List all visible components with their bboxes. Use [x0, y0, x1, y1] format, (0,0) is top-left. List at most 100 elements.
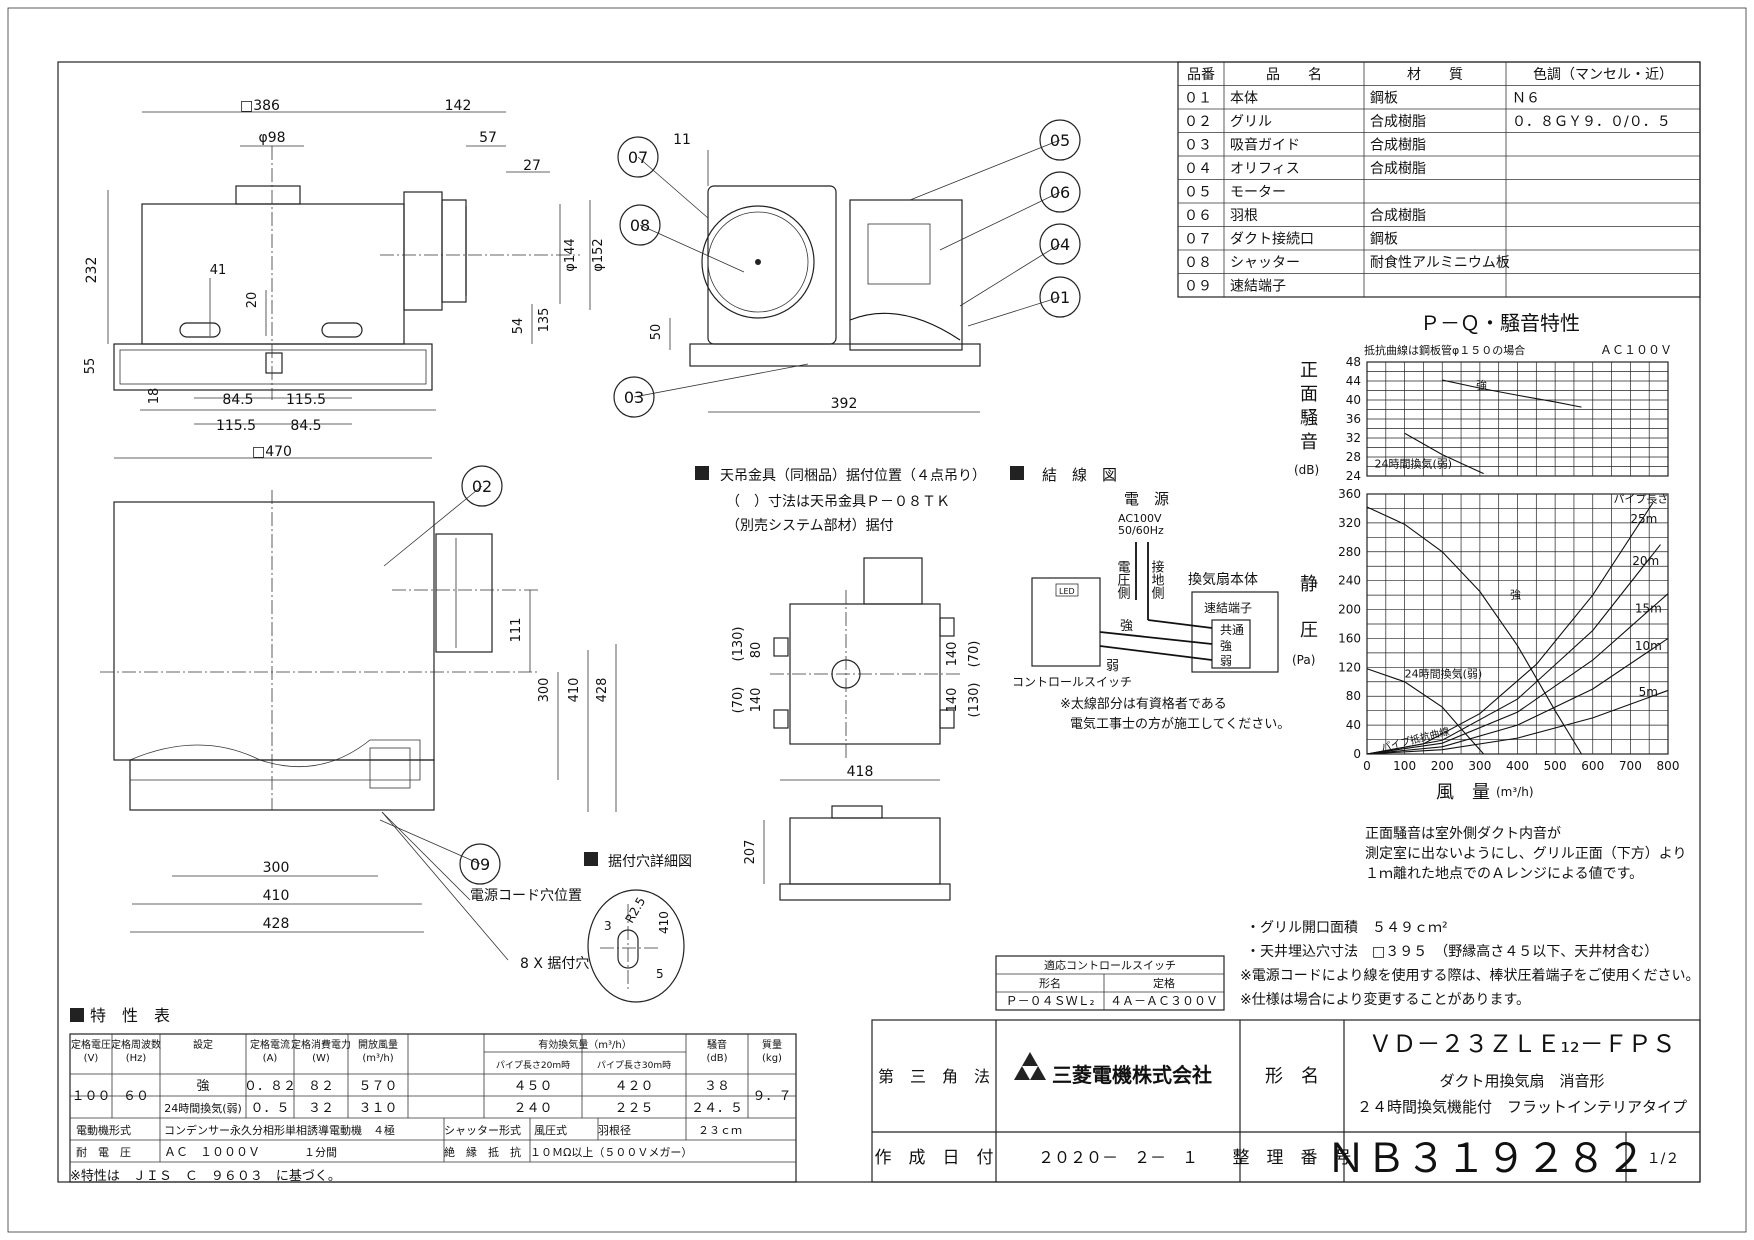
pressure-series-6	[1366, 689, 1669, 755]
x-tick: 800	[1657, 759, 1680, 773]
parts-cell: シャッター	[1230, 255, 1300, 271]
svg-text:騒: 騒	[1300, 408, 1318, 429]
spec-cell: ４５０	[513, 1079, 552, 1094]
part-bubble-05	[1039, 119, 1081, 161]
parts-cell: ０３	[1184, 138, 1212, 154]
spec-cell: 強	[196, 1079, 209, 1094]
duct-collar	[403, 191, 443, 311]
parts-cell: Ｎ６	[1512, 91, 1540, 107]
pressure-tick: 40	[1346, 718, 1361, 732]
svg-text:換気扇本体: 換気扇本体	[1188, 572, 1258, 588]
pressure-tick: 80	[1346, 689, 1361, 703]
spec-cell: ３１０	[358, 1101, 397, 1116]
bottom-duct	[435, 533, 493, 653]
spec-motor: コンデンサー永久分相形単相誘導電動機 ４極	[164, 1123, 395, 1137]
hanger-note-2: （ ）寸法は天吊金具Ｐ－０８ＴＫ	[726, 494, 950, 510]
part-bubble-01	[1039, 276, 1081, 318]
pipe-length-2: 15m	[1635, 601, 1662, 615]
wiring-unit-box	[1191, 591, 1279, 673]
pq-chart: Ｐ－Ｑ・騒音特性 抵抗曲線は鋼板管φ１５０の場合 ＡＣ１００Ｖ 正 面 騒 音 …	[1292, 311, 1686, 882]
noise-tick: 24	[1346, 469, 1361, 483]
parts-cell: ダクト接続口	[1230, 231, 1314, 248]
parts-cell: 耐食性アルミニウム板	[1370, 254, 1510, 271]
spec-cell: ２４０	[513, 1101, 552, 1116]
spec-mass: ９．７	[752, 1089, 791, 1104]
svg-text:392: 392	[831, 396, 858, 412]
svg-text:50/60Hz: 50/60Hz	[1118, 524, 1164, 537]
front-grille-frame	[113, 343, 433, 391]
spec-shutter: 風圧式	[534, 1124, 567, 1137]
svg-text:18: 18	[147, 388, 162, 405]
note-2: ・天井埋込穴寸法 □３９５ （野縁高さ４５以下、天井材含む）	[1246, 943, 1658, 960]
noise-tick: 40	[1346, 393, 1361, 407]
pressure-tick: 160	[1338, 631, 1361, 645]
spec-cell: ５７０	[358, 1079, 397, 1094]
parts-header: 材 質	[1407, 67, 1463, 83]
spec-cell: ４２０	[614, 1079, 653, 1094]
svg-text:142: 142	[445, 98, 472, 114]
noise-tick: 36	[1346, 412, 1361, 426]
svg-text:４Ａ－ＡＣ３００Ｖ: ４Ａ－ＡＣ３００Ｖ	[1110, 994, 1218, 1008]
notes: ・グリル開口面積 ５４９ｃｍ² ・天井埋込穴寸法 □３９５ （野縁高さ４５以下、…	[1240, 920, 1699, 1008]
svg-text:54: 54	[511, 318, 526, 335]
part-bubble-09	[459, 843, 501, 885]
pressure-series-4	[1366, 593, 1669, 755]
parts-cell: ０８	[1184, 255, 1212, 271]
pressure-series-1	[1366, 668, 1485, 755]
hanger-view: 天吊金具（同梱品）据付位置（４点吊り） （ ）寸法は天吊金具Ｐ－０８ＴＫ （別売…	[695, 466, 986, 901]
company-logo-icon	[1014, 1052, 1046, 1080]
part-bubble-number: 03	[624, 388, 644, 407]
control-switch-table: 適応コントロールスイッチ 形名 定格 Ｐ－０４ＳＷＬ₂ ４Ａ－ＡＣ３００Ｖ	[995, 955, 1225, 1011]
svg-text:φ98: φ98	[258, 130, 285, 146]
hanger-slot-left	[179, 322, 221, 338]
pressure-tick: 320	[1338, 516, 1361, 530]
noise-tick: 32	[1346, 431, 1361, 445]
terminal-box	[369, 747, 411, 789]
spec-header: 定格消費電力(W)	[291, 1038, 351, 1064]
noise-series-0	[1442, 379, 1582, 408]
svg-text:共通: 共通	[1220, 623, 1244, 637]
spec-header: 定格電圧(V)	[71, 1038, 111, 1064]
svg-text:(70): (70)	[967, 641, 982, 668]
x-tick: 500	[1544, 759, 1567, 773]
part-bubble-number: 08	[630, 216, 650, 235]
pressure-tick: 360	[1338, 487, 1361, 501]
svg-text:5: 5	[656, 967, 664, 981]
model-desc-1: ダクト用換気扇 消音形	[1439, 1072, 1604, 1090]
svg-text:418: 418	[847, 764, 874, 780]
parts-cell: 合成樹脂	[1370, 161, 1426, 177]
part-bubble-06	[1039, 171, 1081, 213]
pressure-tick: 240	[1338, 574, 1361, 588]
noise-tick: 44	[1346, 374, 1361, 388]
svg-text:20: 20	[245, 292, 260, 309]
pressure-series-3	[1366, 544, 1661, 755]
spec-header: 有効換気量（m³/h）	[538, 1038, 631, 1051]
x-tick: 400	[1506, 759, 1529, 773]
front-view: □386 142 φ98 57 27 232 41 20 φ144 φ152 5…	[83, 98, 606, 460]
motor	[867, 223, 931, 285]
x-tick: 300	[1468, 759, 1491, 773]
title-block: 第 三 角 法 三菱電機株式会社 形 名 ＶＤ－２３ＺＬＥ₁₂－ＦＰＳ ダクト用…	[871, 1019, 1701, 1183]
svg-text:弱: 弱	[1106, 659, 1119, 674]
note-4: ※仕様は場合により変更することがあります。	[1240, 991, 1530, 1008]
parts-cell: 羽根	[1230, 208, 1258, 224]
parts-cell: 鋼板	[1370, 91, 1398, 107]
svg-text:84.5: 84.5	[222, 392, 253, 408]
spec-frequency: ６０	[123, 1089, 149, 1104]
svg-text:強: 強	[1220, 639, 1232, 653]
svg-text:57: 57	[479, 130, 497, 146]
parts-header: 色調（マンセル・近）	[1533, 66, 1673, 83]
spec-insulation-label: 絶 縁 抵 抗	[444, 1145, 521, 1159]
parts-header: 品番	[1187, 67, 1215, 83]
svg-text:形名: 形名	[1039, 976, 1061, 990]
pressure-tick: 0	[1353, 747, 1361, 761]
bottom-grille-frame	[129, 759, 435, 811]
svg-text:84.5: 84.5	[290, 418, 321, 434]
svg-text:測定室に出ないようにし、グリル正面（下方）より: 測定室に出ないようにし、グリル正面（下方）より	[1365, 845, 1686, 862]
spec-shutter-label: シャッター形式	[444, 1124, 521, 1137]
pressure-strong-label: 強	[1510, 589, 1521, 602]
svg-text:428: 428	[263, 916, 290, 932]
parts-cell: モーター	[1230, 185, 1286, 201]
